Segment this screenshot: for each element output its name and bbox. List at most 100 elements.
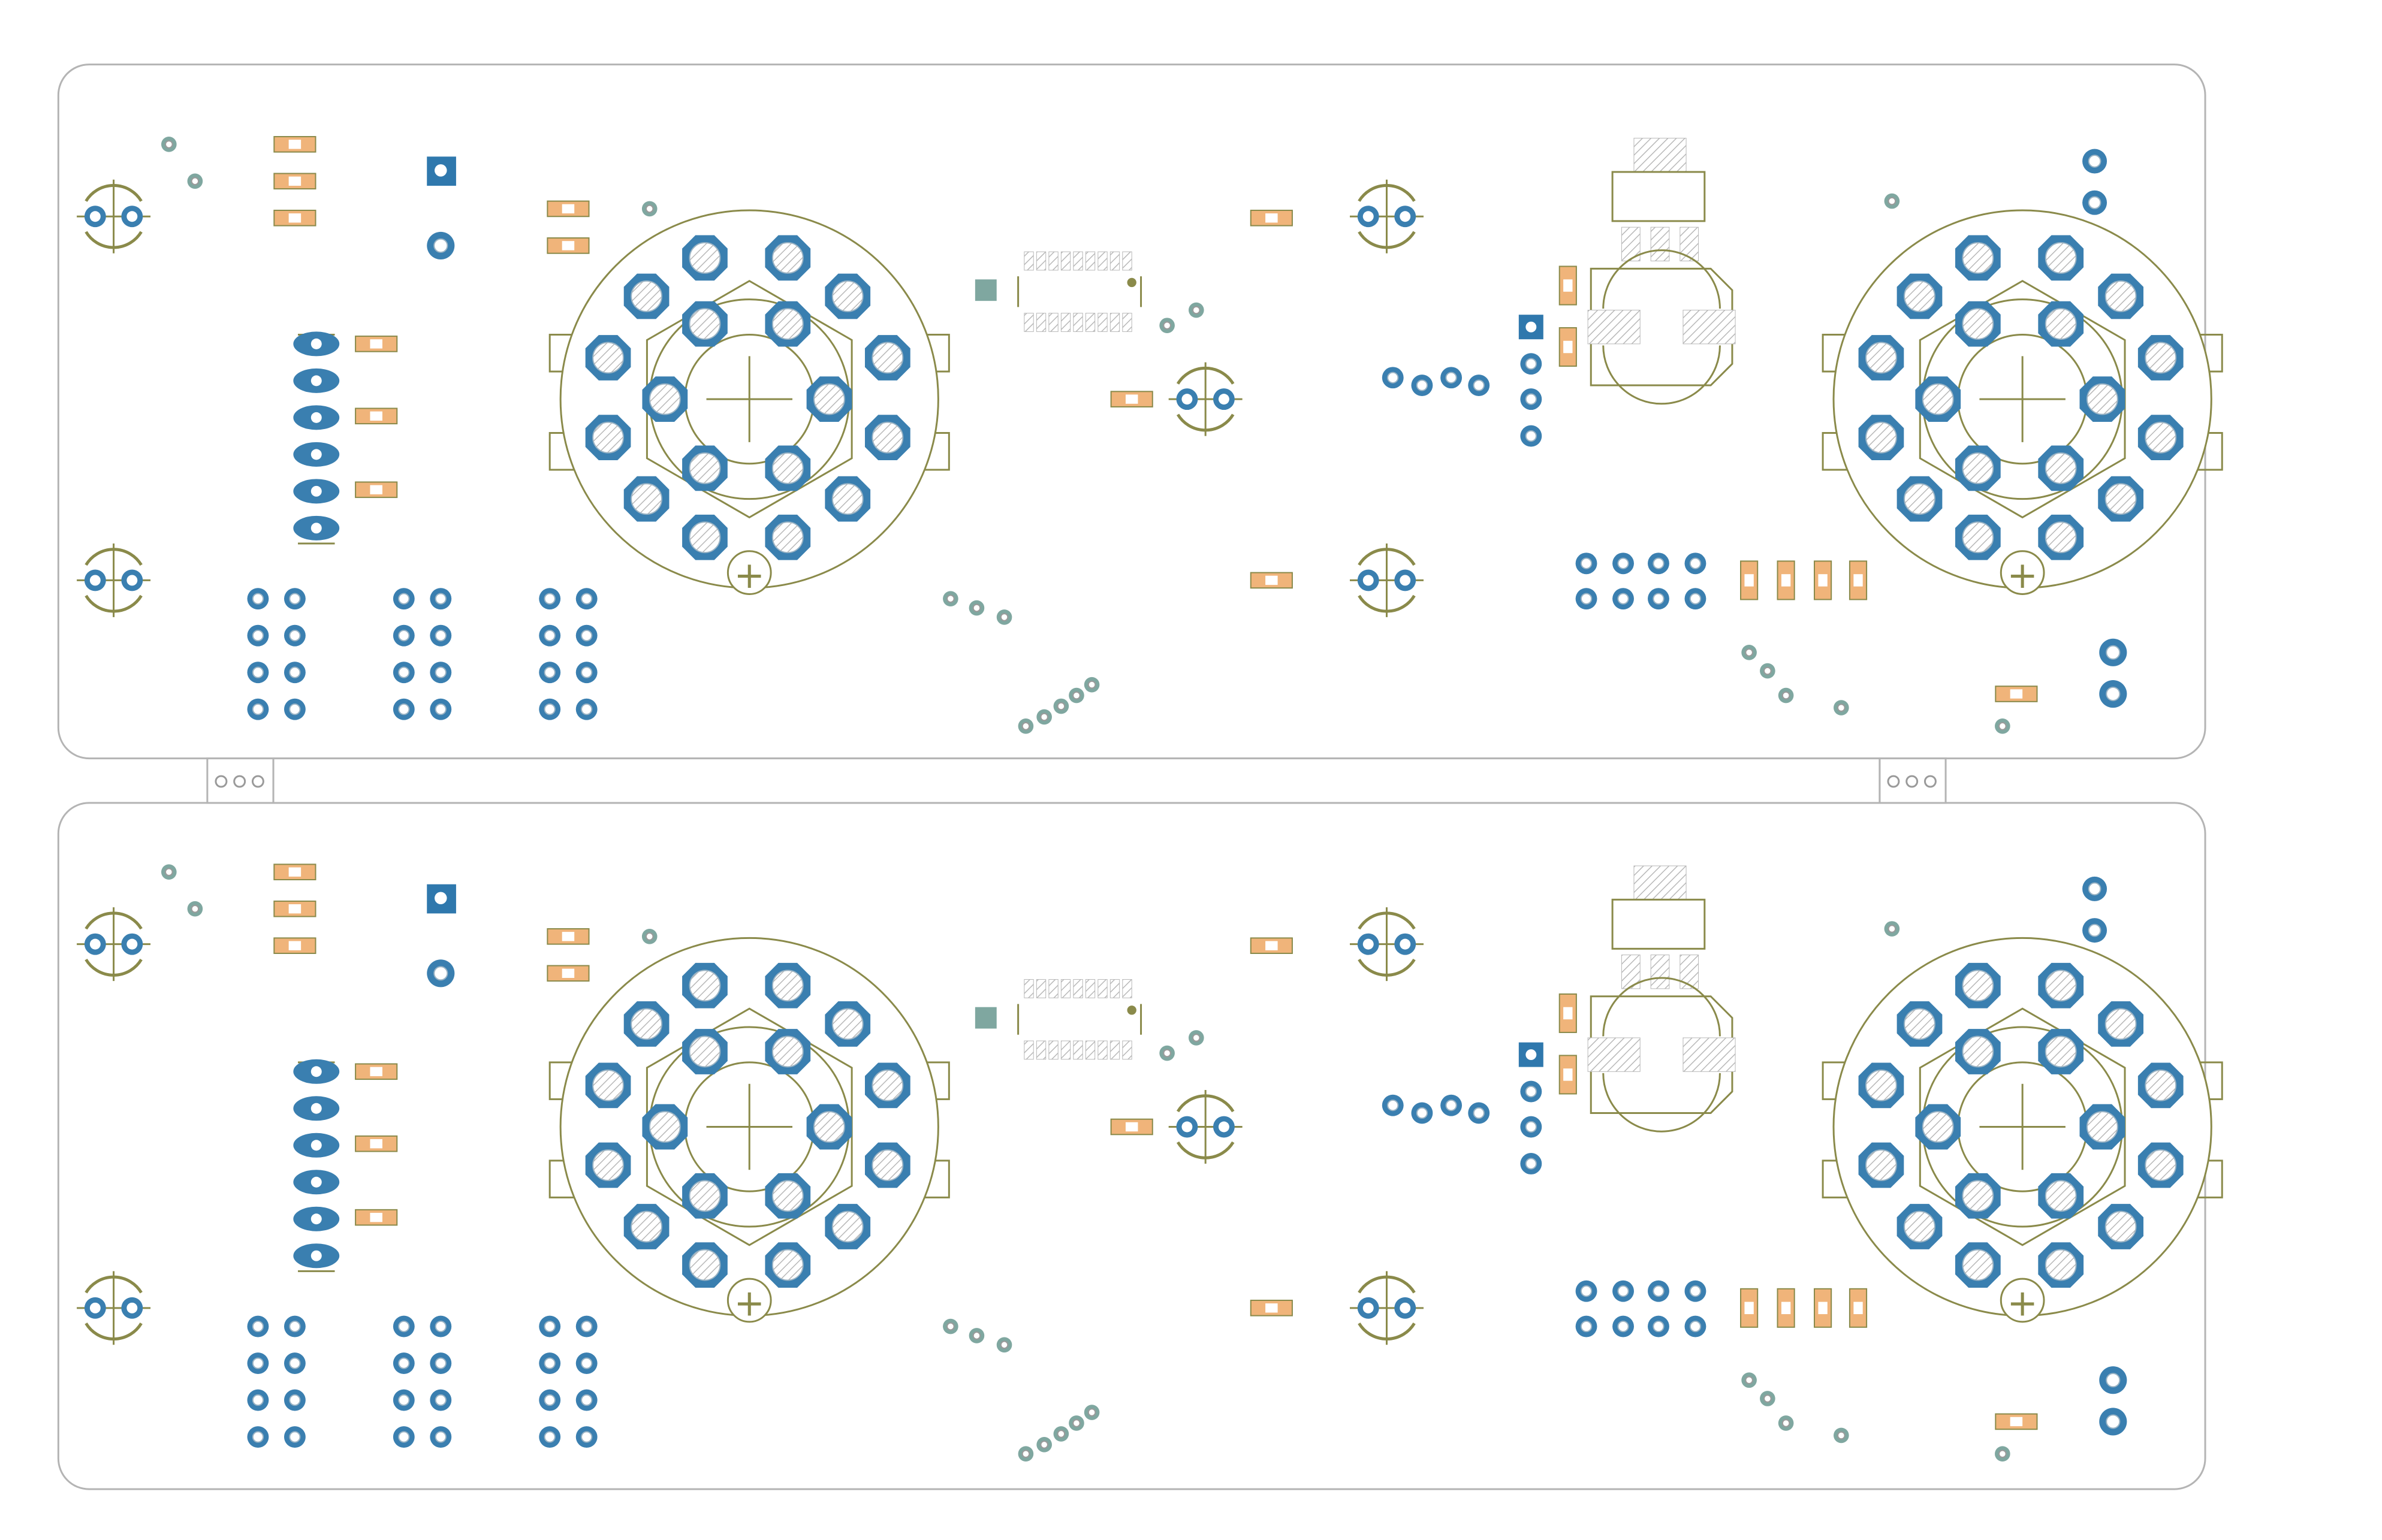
- through-hole-pad: [2099, 1408, 2127, 1436]
- through-hole-pad: [284, 624, 306, 647]
- socket-pin-pad: [585, 1062, 631, 1109]
- through-hole-pad: [393, 588, 415, 610]
- through-hole-pad: [393, 1315, 415, 1337]
- smd-resistor-icon: [1250, 937, 1293, 955]
- through-hole-pad: [1612, 1315, 1634, 1337]
- electrolytic-capacitor-icon: [1587, 977, 1736, 1133]
- socket-pin-pad: [1955, 1242, 2001, 1288]
- socket-pin-pad: [1955, 962, 2001, 1008]
- through-hole-pad: [1648, 1280, 1669, 1302]
- via-icon: [1778, 1415, 1794, 1431]
- socket-pin-pad: [2038, 235, 2084, 281]
- through-hole-pad: [284, 1315, 306, 1337]
- through-hole-pad: [1684, 588, 1706, 610]
- polarity-mark: +: [734, 554, 765, 597]
- smd-resistor-icon: [1250, 209, 1293, 227]
- through-hole-pad: [247, 662, 269, 684]
- through-hole-pad: [393, 662, 415, 684]
- through-hole-pad: [575, 624, 598, 647]
- smd-resistor-icon: [1777, 1288, 1795, 1328]
- mouse-bite-hole: [1905, 775, 1919, 788]
- through-hole-pad: [1684, 1315, 1706, 1337]
- socket-pin-pad: [682, 962, 728, 1008]
- through-hole-pad: [247, 1315, 269, 1337]
- socket-pin-pad: [1896, 1204, 1943, 1249]
- via-icon: [641, 929, 658, 944]
- via-icon: [1884, 193, 1900, 209]
- through-hole-pad: [247, 698, 269, 720]
- smd-resistor-icon: [1814, 560, 1832, 600]
- smd-resistor-icon: [1849, 560, 1868, 600]
- mounting-hole-icon: [1168, 362, 1243, 436]
- through-hole-pad: [1520, 388, 1542, 410]
- through-hole-pad: [430, 662, 452, 684]
- via-icon: [1188, 302, 1204, 318]
- mouse-bite-hole: [1887, 775, 1900, 788]
- socket-pin-pad: [2098, 1204, 2143, 1249]
- via-icon: [1188, 1030, 1204, 1046]
- smd-resistor-icon: [547, 928, 590, 945]
- socket-pin-pad: [864, 1062, 910, 1109]
- smd-resistor-icon: [1740, 560, 1759, 600]
- through-hole-pad: [284, 662, 306, 684]
- smd-resistor-icon: [355, 407, 398, 425]
- smd-resistor-icon: [273, 863, 316, 881]
- socket-pin-pad: [1858, 1142, 1904, 1188]
- socket-pin-pad: [1896, 273, 1943, 319]
- mounting-hole-icon: [1349, 907, 1424, 982]
- socket-pin-pad: [825, 273, 871, 319]
- socket-pin-pad: [2137, 1142, 2184, 1188]
- through-hole-pad: [247, 624, 269, 647]
- through-hole-pad: [1520, 425, 1542, 447]
- through-hole-pad: [2099, 638, 2127, 666]
- smd-resistor-icon: [355, 1063, 398, 1080]
- through-hole-pad: [284, 1352, 306, 1374]
- through-hole-pad: [430, 1389, 452, 1411]
- panel-bottom-outline: [57, 802, 2206, 1490]
- via-icon: [1741, 645, 1757, 660]
- smd-resistor-icon: [273, 937, 316, 955]
- through-hole-pad: [539, 588, 561, 610]
- square-via: [975, 1007, 997, 1029]
- socket-pin-pad: [1955, 514, 2001, 560]
- through-hole-pad: [284, 588, 306, 610]
- smd-resistor-icon: [1110, 1118, 1153, 1136]
- socket-pin-pad: [682, 1029, 728, 1074]
- through-hole-pad: [1648, 588, 1669, 610]
- sot223-regulator-icon: [1611, 138, 1706, 262]
- smd-resistor-icon: [355, 336, 398, 352]
- socket-pin-pad: [2137, 335, 2184, 381]
- through-hole-pad: [1382, 1094, 1404, 1116]
- mounting-hole-icon: [77, 1271, 151, 1345]
- socket-pin-pad: [1858, 335, 1904, 381]
- through-hole-pad: [1520, 1153, 1542, 1174]
- through-hole-pad: [575, 698, 598, 720]
- socket-pin-pad: [2038, 962, 2084, 1008]
- panels-layer: ++++: [77, 136, 2223, 1462]
- via-icon: [641, 201, 658, 217]
- mouse-bite-hole: [1923, 775, 1937, 788]
- mouse-bite-hole: [251, 775, 264, 788]
- polarity-mark: +: [734, 1282, 765, 1325]
- pin-header-icon: [293, 1059, 340, 1272]
- through-hole-pad: [1612, 588, 1634, 610]
- socket-pin-pad: [765, 235, 811, 281]
- socket-pin-pad: [2137, 1062, 2184, 1109]
- through-hole-pad: [1440, 367, 1463, 389]
- via-icon: [1036, 709, 1052, 725]
- through-hole-pad: [1575, 588, 1597, 610]
- through-hole-pad: [1440, 1094, 1463, 1116]
- socket-pin-pad: [864, 1142, 910, 1188]
- socket-pin-pad: [623, 1001, 670, 1047]
- socket-pin-pad: [765, 514, 811, 560]
- through-hole-pad: [430, 1352, 452, 1374]
- through-hole-pad: [539, 1352, 561, 1374]
- through-hole-pad: [2082, 918, 2107, 943]
- socket-pin-pad: [1955, 1029, 2001, 1074]
- socket-pin-pad: [1896, 476, 1943, 522]
- through-hole-pad: [575, 1315, 598, 1337]
- through-hole-pad: [284, 1389, 306, 1411]
- through-hole-pad: [1468, 375, 1490, 396]
- socket-pin-pad: [2038, 301, 2084, 347]
- smd-resistor-icon: [1558, 265, 1577, 306]
